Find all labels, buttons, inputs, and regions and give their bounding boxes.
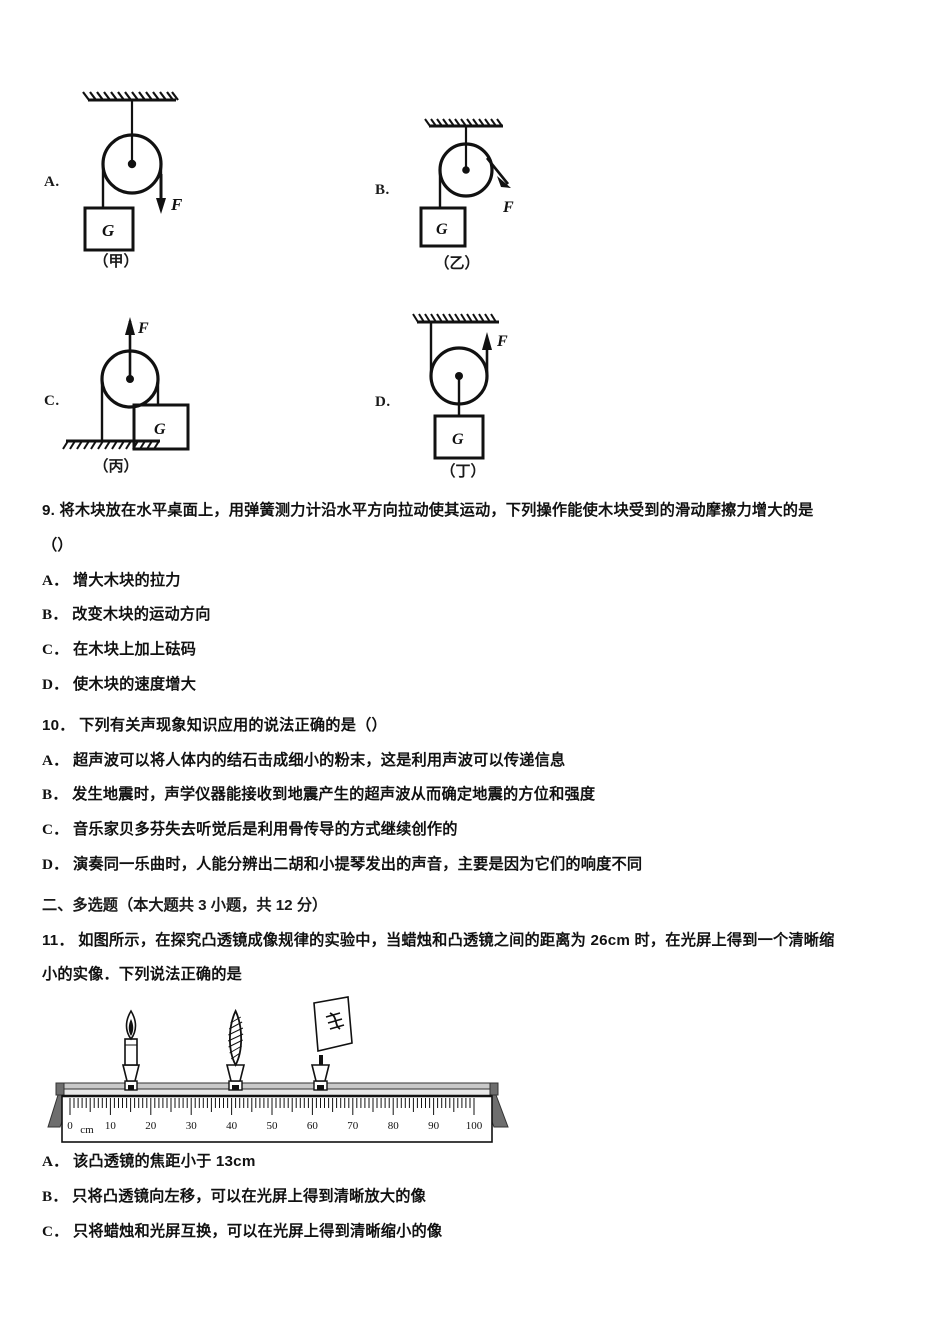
svg-text:F: F [170,195,183,214]
question-10-stem-text: 下列有关声现象知识应用的说法正确的是（） [79,716,387,734]
svg-text:G: G [452,431,464,448]
pulley-diagram-a-svg: F G [82,91,183,252]
ruler-label-80: 80 [388,1120,400,1132]
screen-holder [310,1055,331,1091]
option-letter: C． [42,641,69,659]
option-text: 使木块的速度增大 [72,675,197,693]
option-letter: D． [42,855,69,873]
question-10-option-d[interactable]: D． 演奏同一乐曲时，人能分辨出二胡和小提琴发出的声音，主要是因为它们的响度不同 [0,854,950,877]
option-letter: A． [42,751,69,769]
ruler-label-0: 0 [67,1120,73,1132]
option-text: 只将凸透镜向左移，可以在光屏上得到清晰放大的像 [72,1187,427,1205]
question-11-stem-text: 如图所示，在探究凸透镜成像规律的实验中，当蜡烛和凸透镜之间的距离为 26cm 时… [78,931,835,949]
question-9-stem: 9. 将木块放在水平桌面上，用弹簧测力计沿水平方向拉动使其运动，下列操作能使木块… [0,500,950,523]
svg-text:F: F [137,320,149,337]
ruler-label-10: 10 [105,1120,117,1132]
svg-text:G: G [436,221,448,238]
option-letter: B． [42,786,68,804]
ruler-ticks [69,1098,475,1116]
candle-holder [121,1064,141,1091]
figure-caption-jia: （甲） [93,253,139,270]
question-9-stem-line2: （） [42,536,73,554]
svg-text:F: F [502,199,514,216]
question-11-option-a[interactable]: A． 该凸透镜的焦距小于 13cm [0,1151,950,1174]
option-text: 增大木块的拉力 [72,571,181,589]
svg-text:G: G [102,221,115,240]
ruler-label-60: 60 [307,1120,319,1132]
figure-letter-a: A. [44,174,60,190]
svg-text:F: F [496,333,508,350]
option-text: 改变木块的运动方向 [72,606,211,624]
option-letter: C． [42,821,69,839]
figure-caption-ding: （丁） [440,463,486,480]
lens-holder [225,1064,246,1091]
figure-caption-yi: （乙） [434,255,480,272]
ruler-label-30: 30 [186,1120,198,1132]
figure-letter-d: D. [375,394,391,410]
candle-body [124,1038,138,1066]
optical-bench-wrap: 0 cm 10 20 30 40 50 60 70 80 90 100 [0,987,950,1151]
question-11-stem: 11． 如图所示，在探究凸透镜成像规律的实验中，当蜡烛和凸透镜之间的距离为 26… [0,930,950,953]
ruler-label-100: 100 [466,1120,483,1132]
question-9-number: 9. [42,502,56,519]
option-letter: A． [42,571,69,589]
ruler-label-20: 20 [145,1120,157,1132]
screen-card [313,996,353,1053]
svg-text:G: G [154,421,166,438]
pulley-figure-c: C. F G [44,315,244,475]
pulley-diagram-d-svg: F G [412,313,508,460]
question-10-option-a[interactable]: A． 超声波可以将人体内的结石击成细小的粉末，这是利用声波可以传递信息 [0,750,950,773]
option-text: 在木块上加上砝码 [72,641,197,659]
candle-flame [125,1009,137,1041]
ruler-number-labels: 0 cm 10 20 30 40 50 60 70 80 90 100 [67,1120,483,1136]
pulley-diagram-b-svg: F G [419,118,514,248]
pulley-diagram-c-svg: F G [62,317,190,451]
ruler-unit-label: cm [80,1124,94,1136]
option-letter: A． [42,1153,69,1171]
option-text: 超声波可以将人体内的结石击成细小的粉末，这是利用声波可以传递信息 [72,751,566,769]
ruler-label-40: 40 [226,1120,238,1132]
option-letter: C． [42,1222,69,1240]
pulley-figure-group: A. [0,0,950,500]
question-11-option-b[interactable]: B． 只将凸透镜向左移，可以在光屏上得到清晰放大的像 [0,1186,950,1209]
option-text: 只将蜡烛和光屏互换，可以在光屏上得到清晰缩小的像 [72,1222,443,1240]
question-9-option-b[interactable]: B． 改变木块的运动方向 [0,604,950,627]
question-10-number: 10． [42,716,75,734]
option-text: 演奏同一乐曲时，人能分辨出二胡和小提琴发出的声音，主要是因为它们的响度不同 [72,855,643,873]
option-letter: B． [42,606,68,624]
question-9-option-a[interactable]: A． 增大木块的拉力 [0,570,950,593]
option-letter: B． [42,1187,68,1205]
option-text: 发生地震时，声学仪器能接收到地震产生的超声波从而确定地震的方位和强度 [72,786,596,804]
question-9-stem-text: 将木块放在水平桌面上，用弹簧测力计沿水平方向拉动使其运动，下列操作能使木块受到的… [59,502,814,519]
section-two-heading: 二、多选题（本大题共 3 小题，共 12 分） [42,896,328,914]
ruler-label-70: 70 [347,1120,359,1132]
optical-bench-svg: 0 cm 10 20 30 40 50 60 70 80 90 100 [47,996,509,1143]
question-body: 9. 将木块放在水平桌面上，用弹簧测力计沿水平方向拉动使其运动，下列操作能使木块… [0,500,950,1244]
option-letter: D． [42,675,69,693]
question-11-number: 11． [42,931,74,949]
option-text: 该凸透镜的焦距小于 13cm [72,1153,256,1171]
question-10-stem: 10． 下列有关声现象知识应用的说法正确的是（） [0,715,950,738]
figure-letter-c: C. [44,393,60,409]
question-9-option-d[interactable]: D． 使木块的速度增大 [0,674,950,697]
figure-letter-b: B. [375,182,390,198]
question-10-option-b[interactable]: B． 发生地震时，声学仪器能接收到地震产生的超声波从而确定地震的方位和强度 [0,784,950,807]
pulley-figure-a: A. [44,88,244,270]
pulley-figure-d: D. [375,308,575,480]
ruler-label-90: 90 [428,1120,440,1132]
figure-caption-bing: （丙） [93,458,139,475]
ruler-label-50: 50 [267,1120,279,1132]
question-11-option-c[interactable]: C． 只将蜡烛和光屏互换，可以在光屏上得到清晰缩小的像 [0,1221,950,1244]
convex-lens [227,1009,244,1068]
pulley-figure-b: B. [375,112,575,272]
question-10-option-c[interactable]: C． 音乐家贝多芬失去听觉后是利用骨传导的方式继续创作的 [0,819,950,842]
question-11-stem-line2: 小的实像．下列说法正确的是 [42,966,243,984]
option-text: 音乐家贝多芬失去听觉后是利用骨传导的方式继续创作的 [72,821,458,839]
question-9-option-c[interactable]: C． 在木块上加上砝码 [0,639,950,662]
